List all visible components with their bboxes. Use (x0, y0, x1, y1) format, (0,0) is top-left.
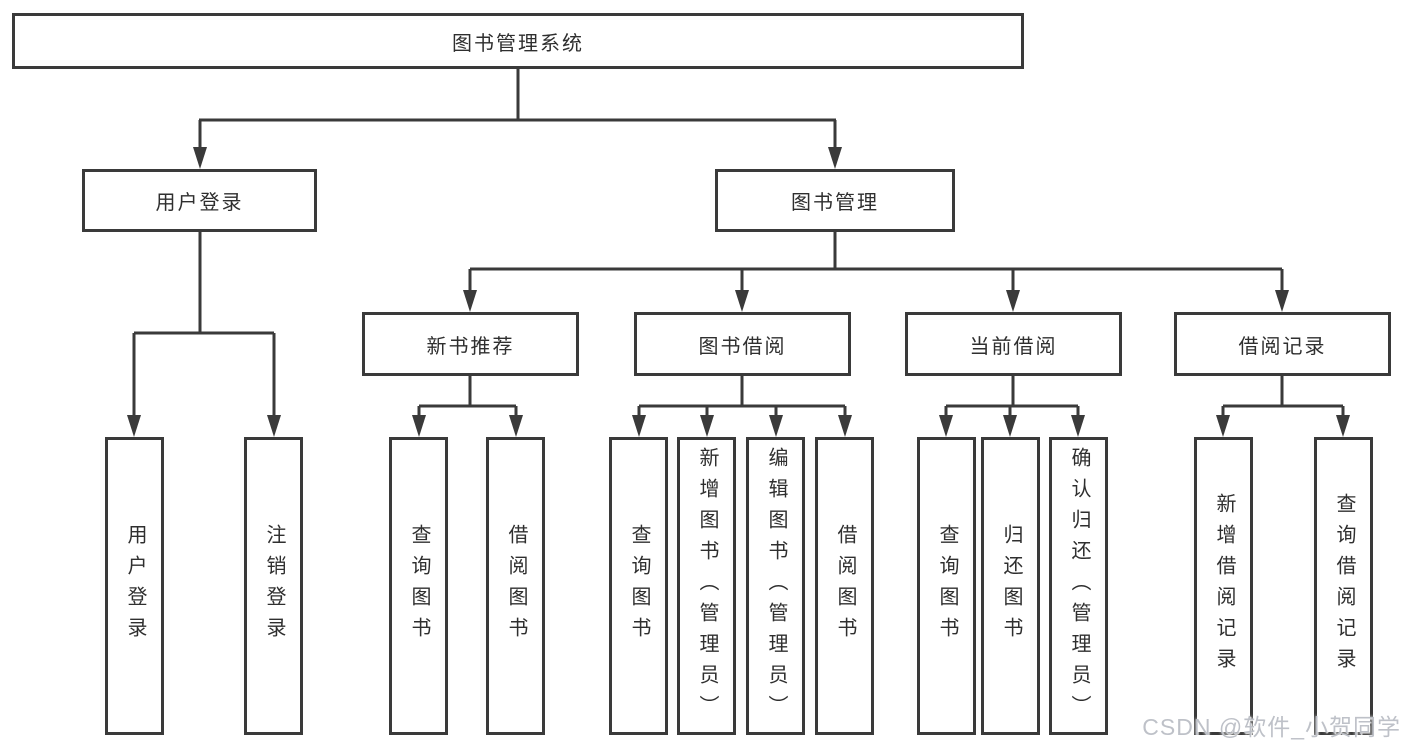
node-library-management-system: 图书管理系统 (12, 13, 1024, 69)
leaf-current-query-books: 查询图书 (917, 437, 976, 735)
leaf-borrowing-query-books: 查询图书 (609, 437, 668, 735)
leaf-borrowing-add-books-admin: 新增图书（管理员） (677, 437, 736, 735)
leaf-current-confirm-return-admin: 确认归还（管理员） (1049, 437, 1108, 735)
leaf-records-query-borrow-record: 查询借阅记录 (1314, 437, 1373, 735)
leaf-borrowing-borrow-books: 借阅图书 (815, 437, 874, 735)
csdn-watermark: CSDN @软件_小贺同学 (1142, 714, 1401, 740)
node-current-borrowing: 当前借阅 (905, 312, 1122, 376)
leaf-user-login: 用户登录 (105, 437, 164, 735)
connector-new-book-to-leaves (412, 376, 523, 437)
leaf-newbook-borrow-books: 借阅图书 (486, 437, 545, 735)
leaf-current-return-books: 归还图书 (981, 437, 1040, 735)
connector-borrowing-records-to-leaves (1216, 376, 1350, 437)
leaf-records-add-borrow-record: 新增借阅记录 (1194, 437, 1253, 735)
node-book-management: 图书管理 (715, 169, 955, 232)
leaf-borrowing-edit-books-admin: 编辑图书（管理员） (746, 437, 805, 735)
connector-user-login-to-leaves (127, 232, 281, 437)
leaf-logout: 注销登录 (244, 437, 303, 735)
connector-book-borrowing-to-leaves (632, 376, 852, 437)
connector-book-management-to-level3 (463, 232, 1289, 312)
node-new-book-recommend: 新书推荐 (362, 312, 579, 376)
connector-root-to-level2 (193, 69, 842, 169)
node-book-borrowing: 图书借阅 (634, 312, 851, 376)
node-user-login: 用户登录 (82, 169, 317, 232)
connector-current-borrowing-to-leaves (939, 376, 1085, 437)
node-borrowing-records: 借阅记录 (1174, 312, 1391, 376)
leaf-newbook-query-books: 查询图书 (389, 437, 448, 735)
